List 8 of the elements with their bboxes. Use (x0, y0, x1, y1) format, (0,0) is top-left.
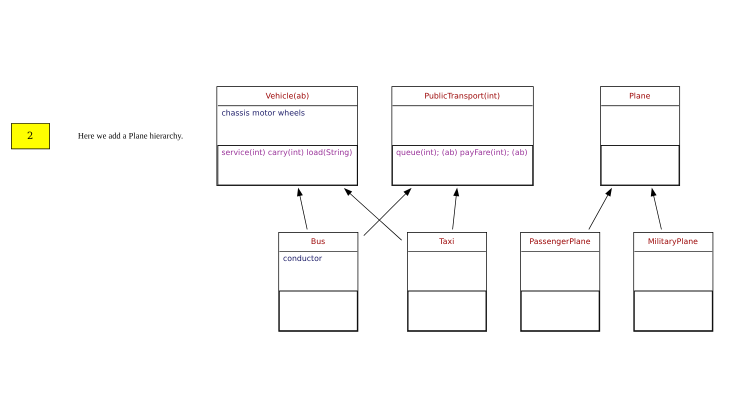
node-label: Here we add a Plane hierarchy. (78, 130, 184, 140)
arrow (452, 188, 460, 230)
arrow (588, 188, 612, 230)
arrow (650, 188, 662, 230)
arrow (297, 188, 308, 230)
node-box: 2 (11, 123, 50, 150)
arrow (363, 188, 412, 236)
arrow (344, 188, 402, 241)
